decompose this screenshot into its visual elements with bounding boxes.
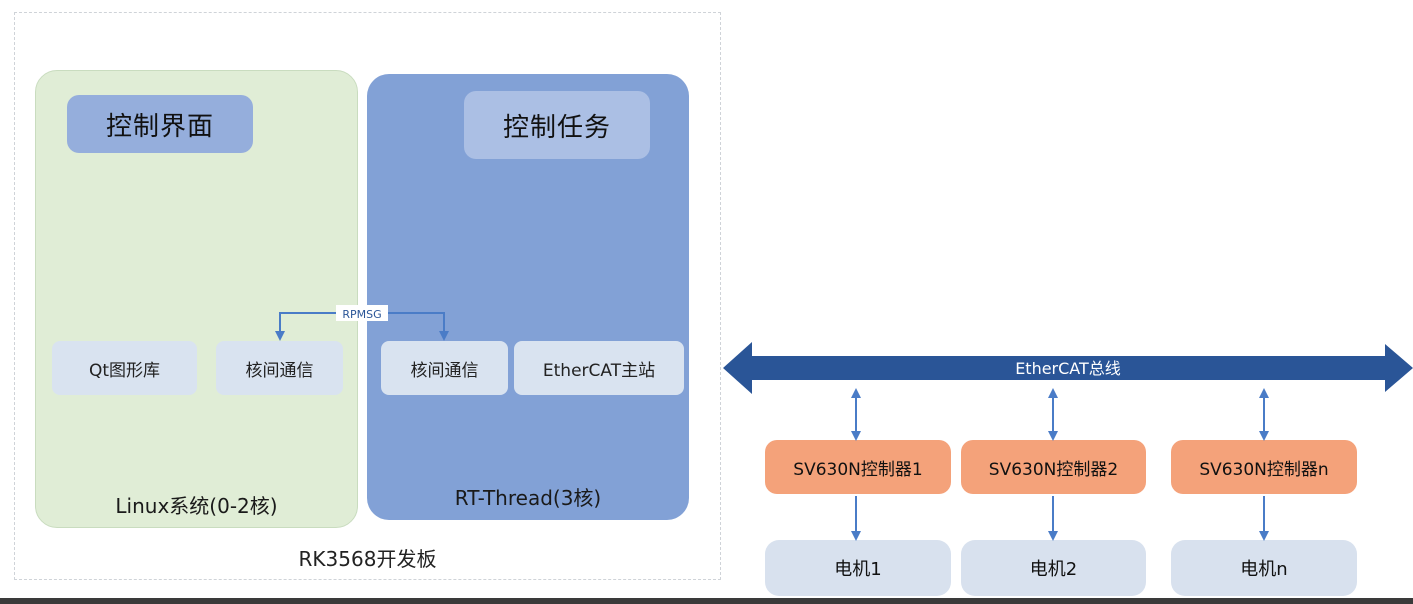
ethercat-bus-arrow [723,342,1413,394]
linux-ipc-box: 核间通信 [216,341,343,395]
qt-library-label: Qt图形库 [88,360,161,381]
ethercat-master-box: EtherCAT主站 [514,341,684,395]
rk3568-board-frame [14,12,721,580]
rtthread-label: RT-Thread(3核) [454,486,602,510]
motor-label-n: 电机n [1240,559,1288,580]
control-task-box: 控制任务 [464,91,650,159]
bottom-bar [0,598,1413,604]
rpmsg-label-bg [336,305,388,321]
motor-box-1: 电机1 [765,540,951,596]
controller-label-1: SV630N控制器1 [793,459,923,480]
qt-library-box: Qt图形库 [52,341,197,395]
controller-box-n: SV630N控制器n [1171,440,1357,494]
linux-system-label: Linux系统(0-2核) [115,494,278,518]
motor-label-2: 电机2 [1029,559,1078,580]
control-task-label: 控制任务 [502,112,611,143]
linux-ipc-label: 核间通信 [245,360,314,381]
rtthread-ipc-box: 核间通信 [381,341,508,395]
ethercat-master-label: EtherCAT主站 [542,360,656,381]
controller-box-1: SV630N控制器1 [765,440,951,494]
rtthread-ipc-label: 核间通信 [410,360,479,381]
control-ui-label: 控制界面 [105,111,214,142]
controller-label-2: SV630N控制器2 [988,459,1119,480]
controller-label-n: SV630N控制器n [1199,459,1329,480]
control-ui-box: 控制界面 [67,95,253,153]
motor-box-2: 电机2 [961,540,1146,596]
motor-box-n: 电机n [1171,540,1357,596]
motor-label-1: 电机1 [834,559,882,580]
ethercat-bus-label: EtherCAT总线 [1015,359,1121,378]
rpmsg-label: RPMSG [342,308,381,321]
controller-box-2: SV630N控制器2 [961,440,1146,494]
board-label: RK3568开发板 [298,547,437,571]
